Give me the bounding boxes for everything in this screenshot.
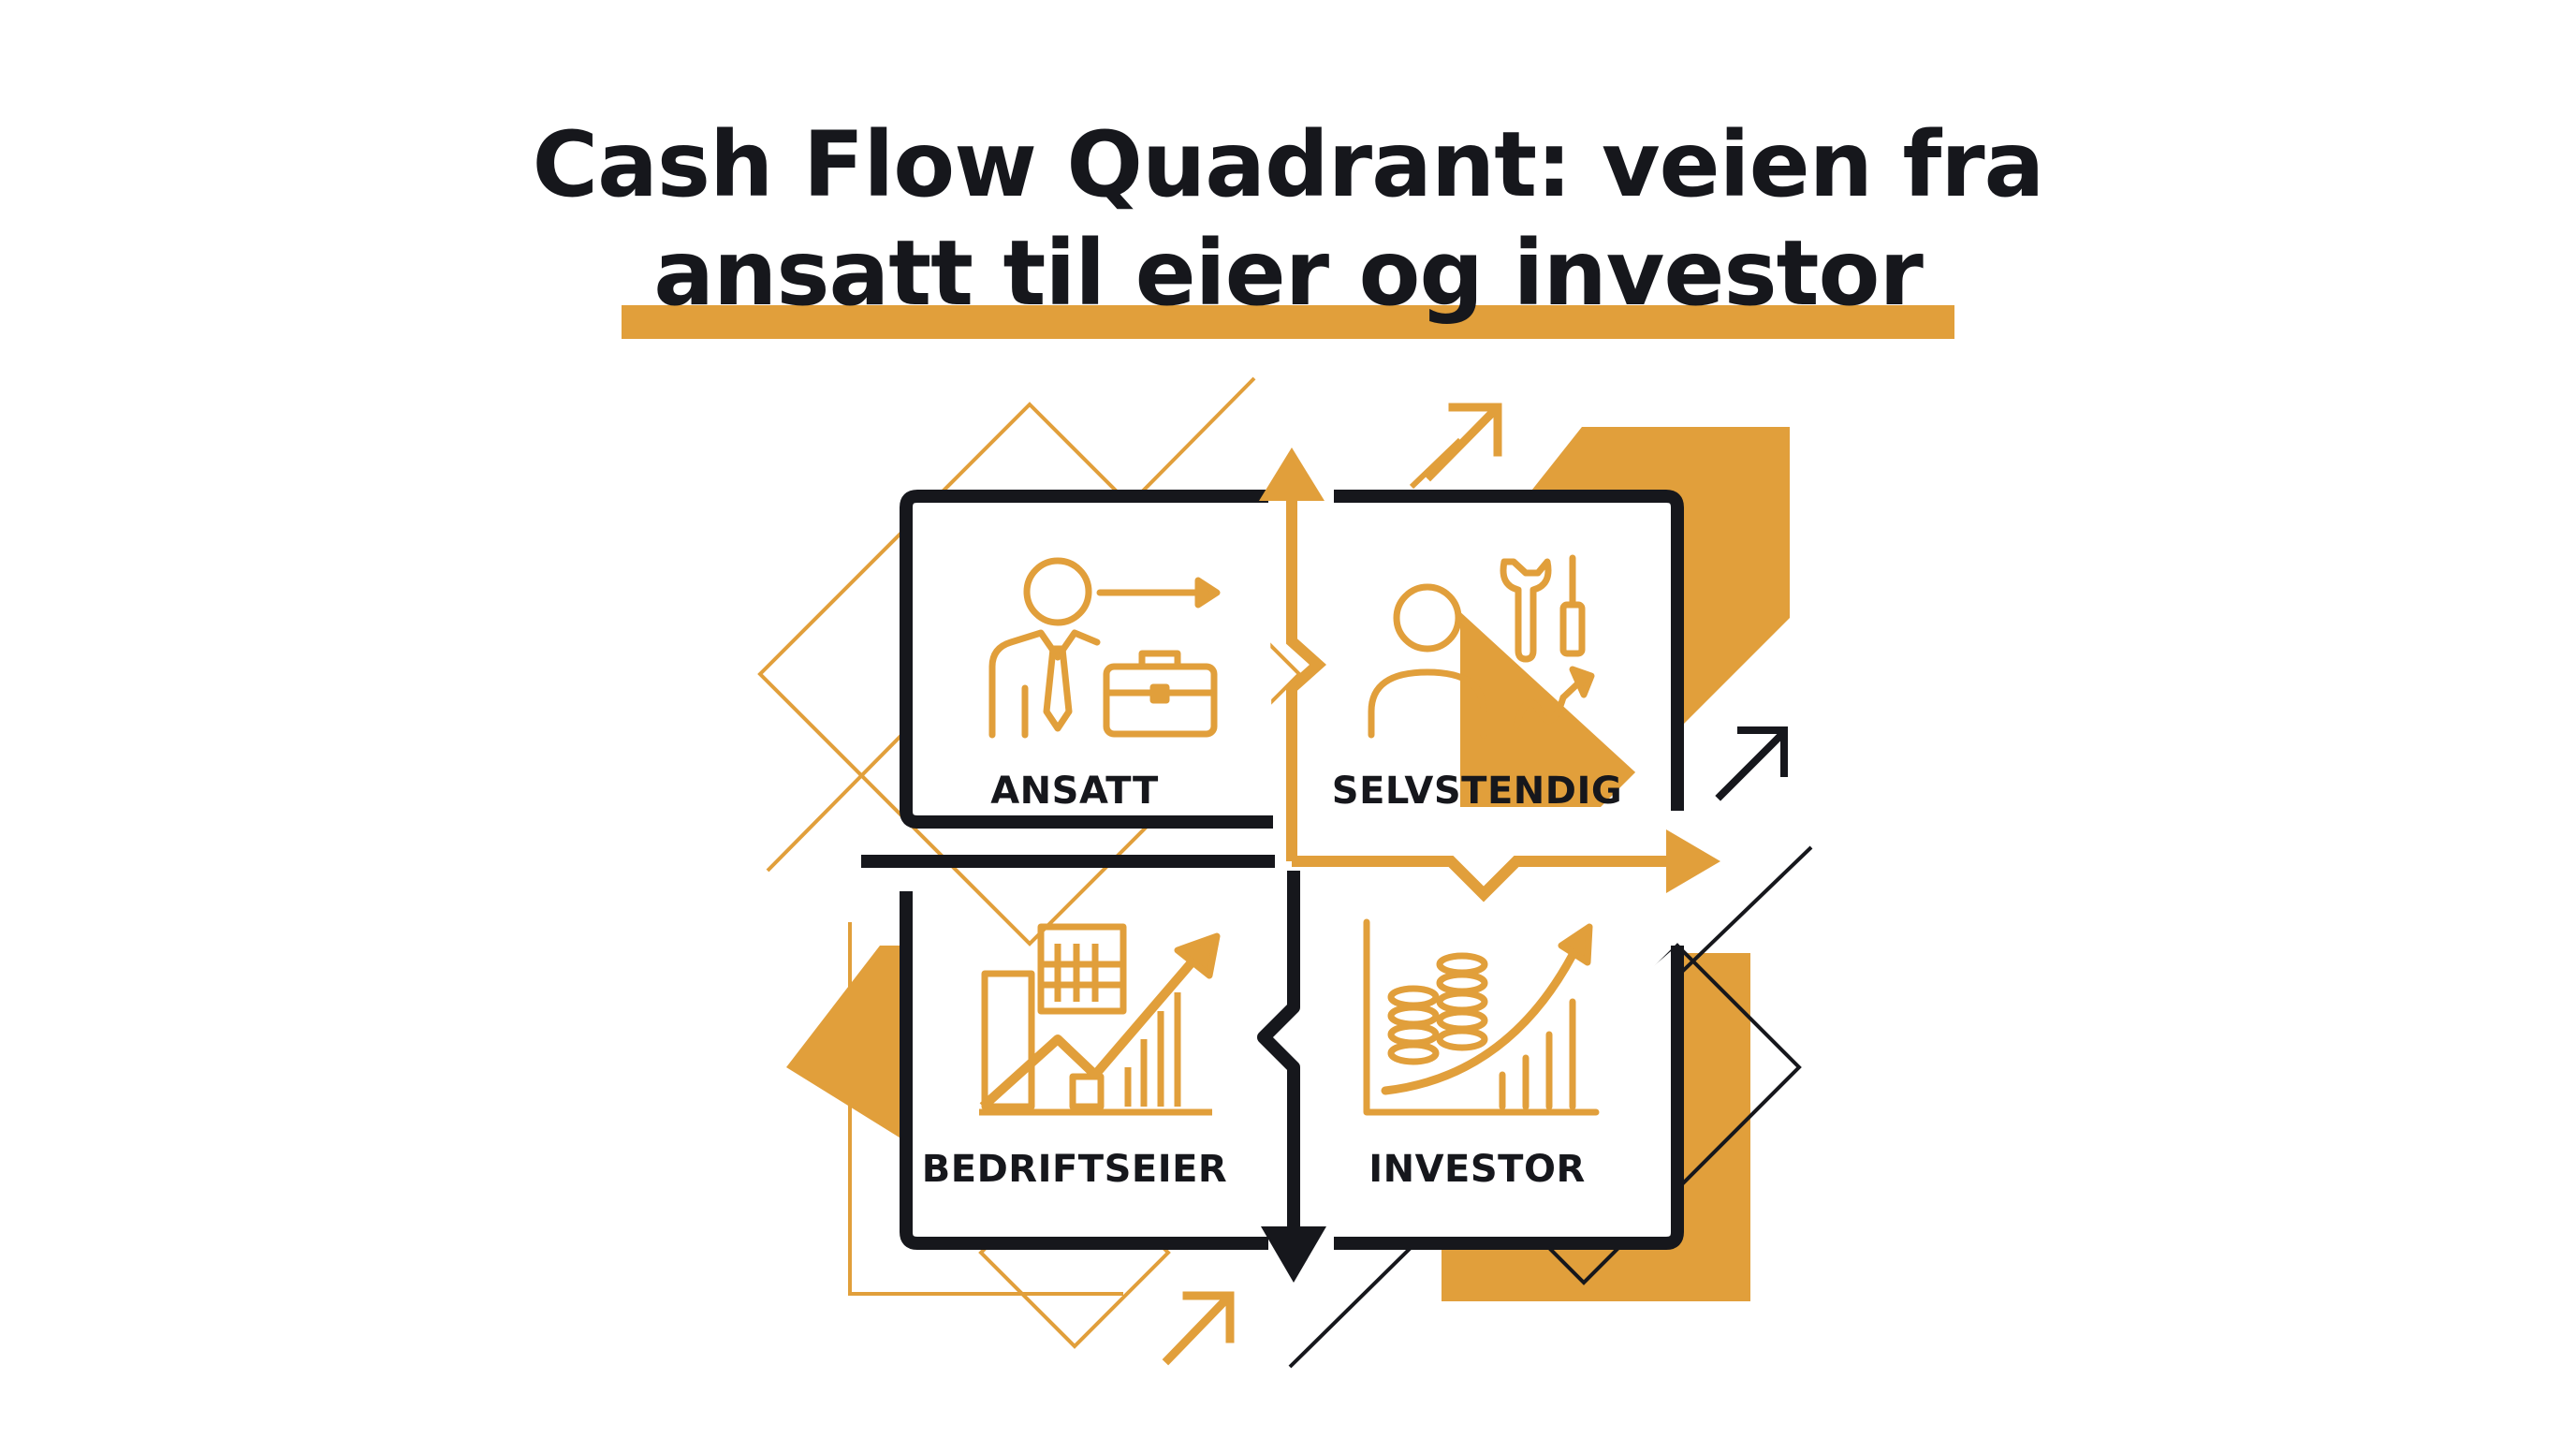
page-title: Cash Flow Quadrant: veien fra ansatt til… bbox=[0, 110, 2576, 328]
quadrant-divider-vertical-bottom bbox=[1257, 871, 1300, 1238]
flow-arrow-down bbox=[1261, 1226, 1326, 1283]
investor-coins-growth-icon bbox=[1363, 918, 1600, 1116]
self-employed-tools-icon bbox=[1368, 554, 1595, 739]
employee-briefcase-icon bbox=[988, 557, 1221, 739]
black-diagonal-line-right bbox=[1657, 845, 1813, 996]
quadrant-frame-ansatt bbox=[900, 490, 1273, 829]
outline-bracket-bottom-left bbox=[848, 922, 1123, 1296]
quadrant-label-investor: INVESTOR bbox=[1368, 1148, 1586, 1191]
quadrant-label-ansatt: ANSATT bbox=[990, 770, 1159, 813]
flow-arrow-up bbox=[1259, 448, 1327, 861]
quadrant-label-bedriftseier: BEDRIFTSEIER bbox=[922, 1148, 1227, 1191]
title-underline bbox=[622, 305, 1954, 339]
business-owner-buildings-icon bbox=[979, 923, 1221, 1116]
quadrant-frame bbox=[861, 490, 1684, 1250]
quadrant-label-selvstendig: SELVSTENDIG bbox=[1332, 770, 1622, 813]
arrow-icon-bottom-left bbox=[1162, 1291, 1235, 1366]
arrow-icon-top-right bbox=[1424, 403, 1502, 482]
title-line-1: Cash Flow Quadrant: veien fra bbox=[532, 112, 2045, 217]
quadrant-frame-selvstendig bbox=[1334, 490, 1684, 811]
arrow-icon-right bbox=[1715, 726, 1788, 801]
black-diagonal-line-bottom bbox=[1288, 1239, 1420, 1369]
flow-arrow-right bbox=[1292, 829, 1720, 902]
title-line-2: ansatt til eier og investor bbox=[653, 221, 1924, 326]
orange-shape-left bbox=[786, 946, 922, 1152]
